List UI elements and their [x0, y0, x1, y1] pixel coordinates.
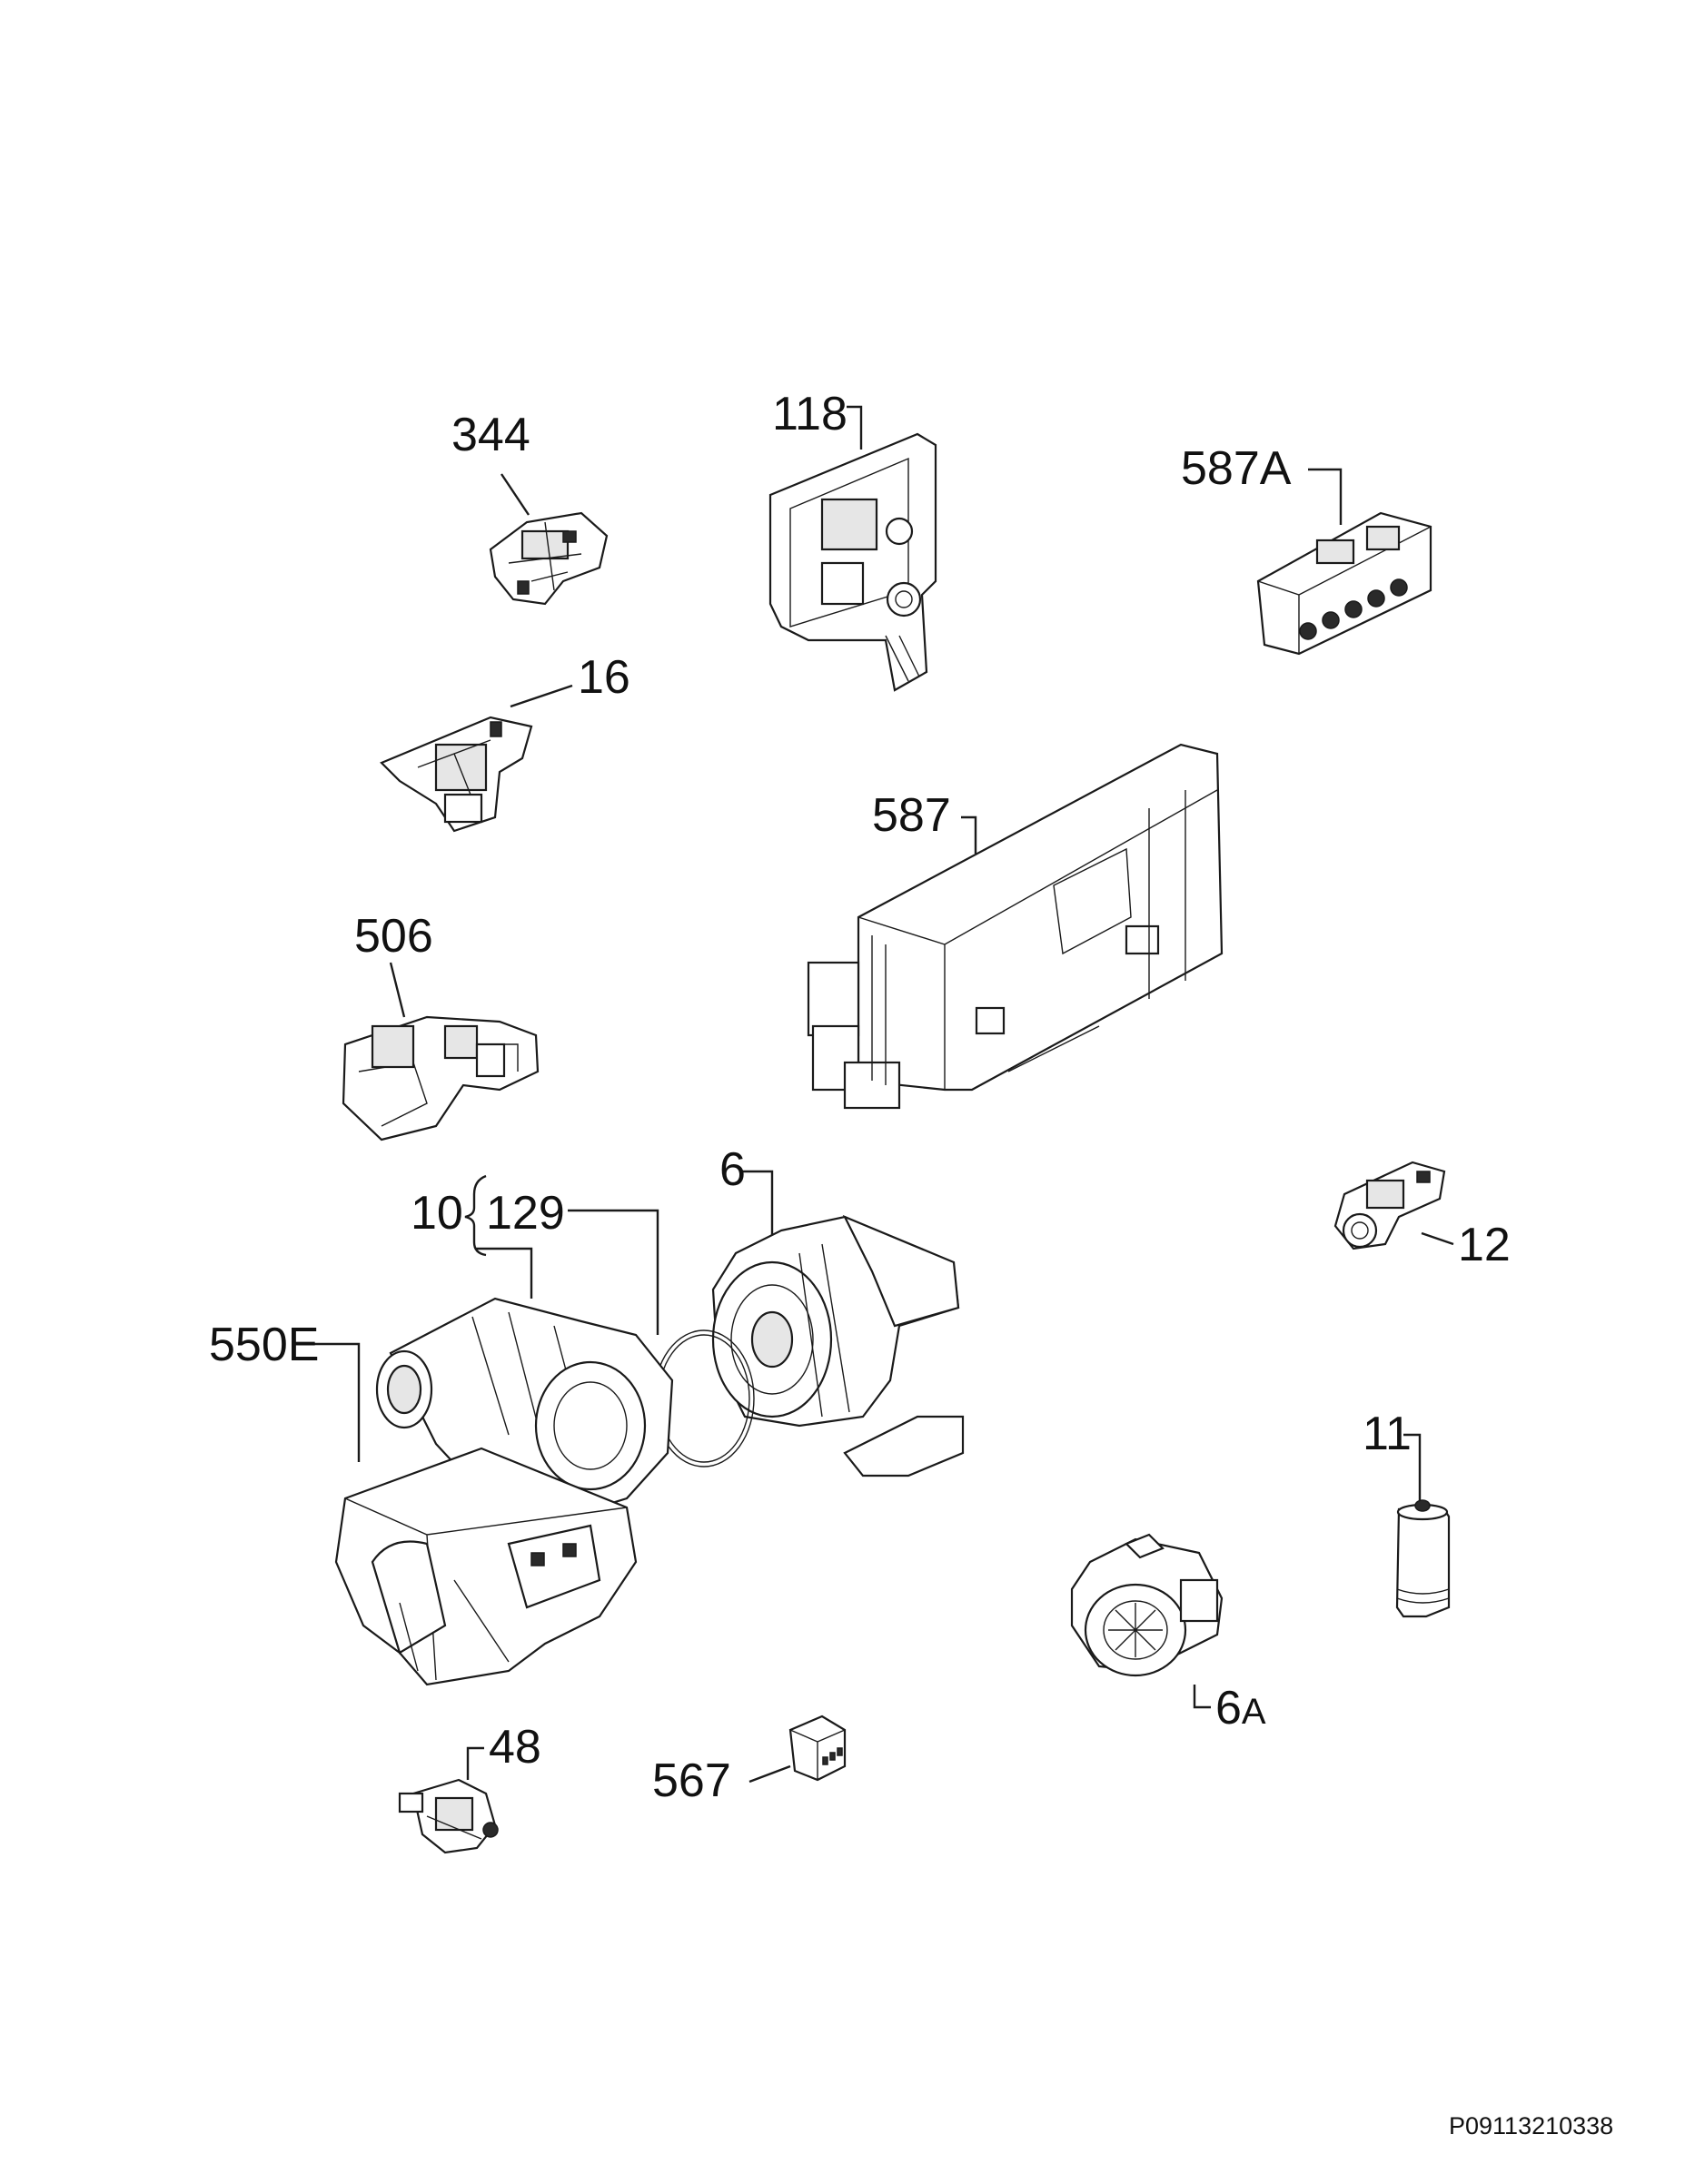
part-587-drawing	[807, 743, 1224, 1110]
part-506-drawing	[342, 962, 540, 1141]
part-6A-drawing	[1070, 1533, 1224, 1709]
part-12-drawing	[1333, 1161, 1454, 1250]
label-118: 118	[772, 388, 848, 440]
label-6: 6	[719, 1143, 746, 1196]
label-550E: 550E	[209, 1319, 320, 1371]
label-6A: 6A	[1215, 1685, 1266, 1732]
label-587A: 587A	[1181, 442, 1292, 495]
label-16: 16	[578, 651, 630, 704]
label-12: 12	[1458, 1219, 1511, 1271]
label-6A-number: 6	[1215, 1682, 1242, 1734]
label-11: 11	[1363, 1408, 1412, 1460]
document-id: P09113210338	[1449, 2112, 1614, 2140]
part-48-drawing	[398, 1746, 499, 1854]
label-48: 48	[489, 1721, 541, 1774]
part-118-drawing	[768, 405, 937, 692]
label-129: 129	[486, 1187, 565, 1240]
part-587A-drawing	[1256, 468, 1432, 656]
label-506: 506	[354, 910, 433, 963]
label-6A-suffix: A	[1241, 1692, 1266, 1732]
part-344-drawing	[489, 473, 609, 606]
pump-assembly-drawing	[313, 1170, 965, 1686]
label-10: 10	[411, 1187, 463, 1240]
part-567-drawing	[748, 1715, 847, 1784]
part-16-drawing	[380, 684, 573, 833]
part-11-drawing	[1395, 1433, 1451, 1618]
label-344: 344	[451, 409, 530, 461]
label-587: 587	[872, 789, 951, 842]
label-567: 567	[652, 1754, 731, 1807]
